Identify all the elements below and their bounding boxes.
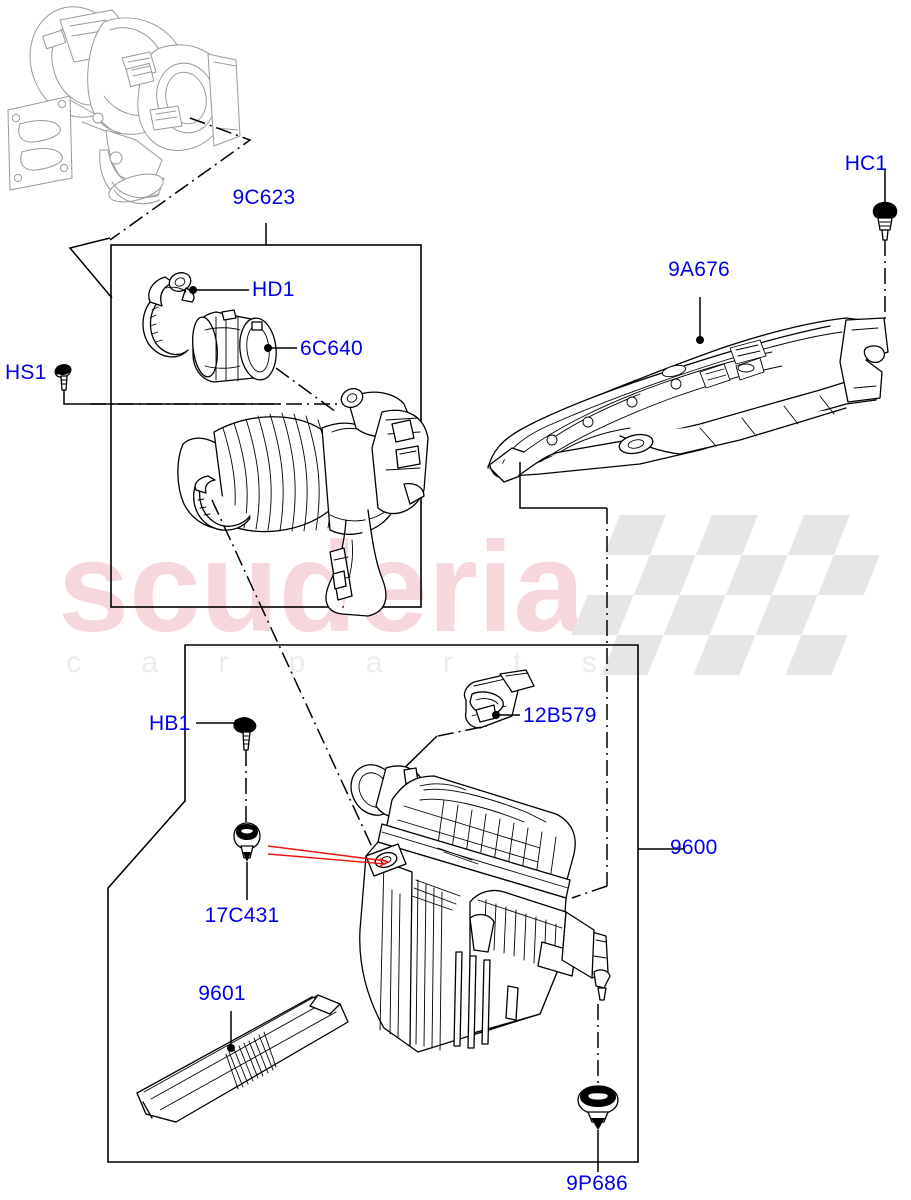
callout-9600[interactable]: 9600 <box>670 836 718 859</box>
checkered-flag-icon <box>571 515 880 675</box>
callout-9c623[interactable]: 9C623 <box>232 186 296 209</box>
17c431-leader <box>246 845 390 900</box>
hose-to-aircleaner-axis <box>211 499 379 861</box>
duct-to-aircleaner-route <box>519 462 608 886</box>
hb1-leader <box>196 719 247 840</box>
group-box-9600 <box>107 644 684 1163</box>
callout-9a676[interactable]: 9A676 <box>668 258 730 281</box>
isolator-17c431-illustration <box>233 822 261 862</box>
air-intake-duct-9a676-illustration <box>487 317 889 483</box>
watermark-scuderia: scuderia <box>58 516 585 659</box>
callout-12b579[interactable]: 12B579 <box>523 704 597 727</box>
turbocharger-illustration <box>7 6 241 205</box>
hose-clamp-hd1-illustration <box>142 272 195 358</box>
push-pin-hc1-illustration <box>872 201 898 241</box>
aircleaner-axis-stub <box>571 885 608 899</box>
callout-9601[interactable]: 9601 <box>198 982 246 1005</box>
callout-9p686[interactable]: 9P686 <box>566 1172 628 1195</box>
callout-hc1[interactable]: HC1 <box>844 152 888 175</box>
9a676-leader <box>696 297 704 344</box>
callout-hd1[interactable]: HD1 <box>252 278 295 301</box>
turbo-to-hose-leader <box>68 117 252 299</box>
callout-hb1[interactable]: HB1 <box>149 712 191 735</box>
callout-17c431[interactable]: 17C431 <box>204 904 280 927</box>
hd1-leader <box>189 286 249 294</box>
9601-leader <box>227 1011 235 1052</box>
screw-hs1-illustration <box>54 364 72 391</box>
intake-hose-illustration <box>177 387 429 617</box>
callout-6c640[interactable]: 6C640 <box>300 337 363 360</box>
sleeve-fit-leader <box>275 367 337 413</box>
callout-hs1[interactable]: HS1 <box>5 361 47 384</box>
air-cleaner-housing-illustration <box>350 764 611 1053</box>
insulator-9p686-illustration <box>577 1085 619 1130</box>
connector-sleeve-6c640-illustration <box>192 309 277 383</box>
6c640-leader <box>264 344 297 352</box>
air-filter-element-9601-illustration <box>136 994 349 1123</box>
